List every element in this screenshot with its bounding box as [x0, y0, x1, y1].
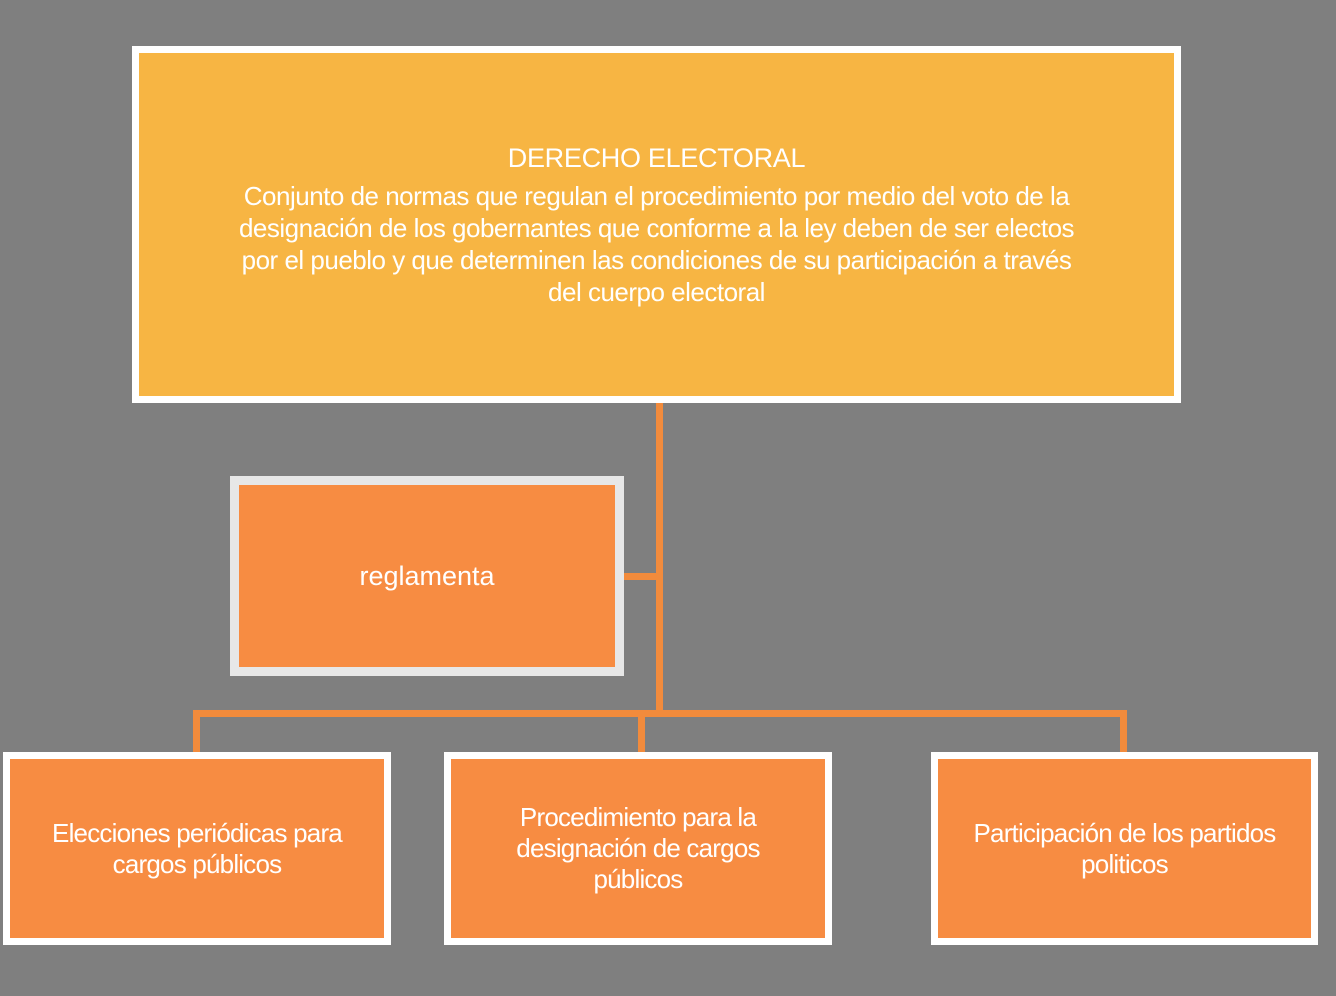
connector-stub-left	[193, 710, 200, 753]
child-node-procedimiento-designacion[interactable]: Procedimiento para la designación de car…	[444, 752, 832, 945]
connector-reglamenta-link	[620, 573, 658, 580]
connector-stub-middle	[638, 710, 645, 753]
connector-stub-right	[1120, 710, 1127, 753]
root-node-derecho-electoral[interactable]: DERECHO ELECTORAL Conjunto de normas que…	[132, 46, 1181, 403]
connector-horizontal-bus	[193, 710, 1127, 717]
connector-main-vertical	[656, 403, 663, 713]
child-node-label: Procedimiento para la designación de car…	[516, 802, 760, 894]
child-node-elecciones-periodicas[interactable]: Elecciones periódicas para cargos públic…	[3, 752, 391, 945]
child-node-label: Participación de los partidos politicos	[973, 817, 1277, 879]
reglamenta-label: reglamenta	[359, 560, 495, 591]
reglamenta-node[interactable]: reglamenta	[230, 476, 624, 676]
child-node-label: Elecciones periódicas para cargos públic…	[52, 817, 343, 879]
root-node-title: DERECHO ELECTORAL	[507, 142, 806, 173]
child-node-participacion-partidos[interactable]: Participación de los partidos politicos	[931, 752, 1318, 945]
root-node-description: Conjunto de normas que regulan el proced…	[238, 180, 1075, 307]
